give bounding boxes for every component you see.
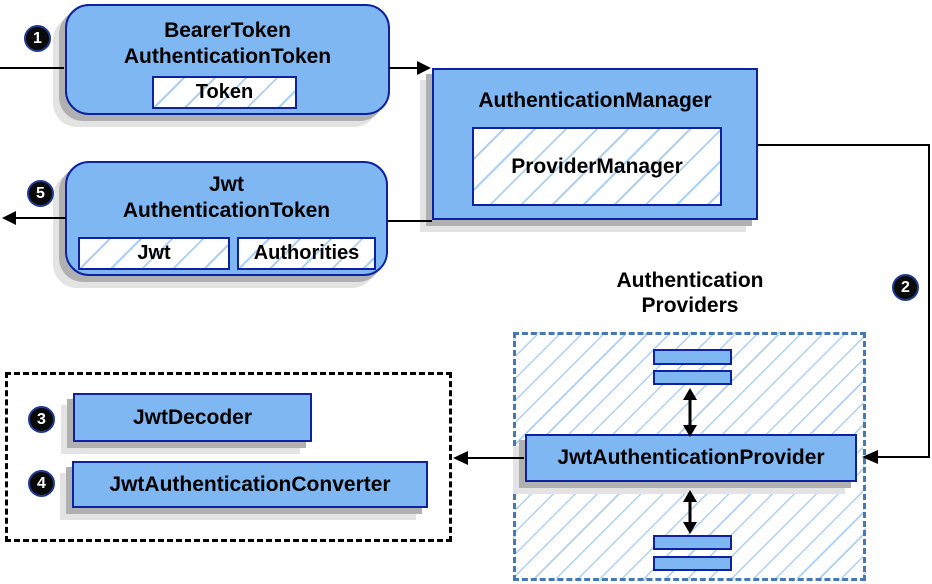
jwt-field: Jwt: [78, 237, 230, 270]
jwt-decoder-node: JwtDecoder: [73, 393, 312, 442]
jwt-token-title-line2: AuthenticationToken: [122, 199, 331, 222]
step-2-badge: 2: [892, 274, 919, 301]
jwt-authentication-token-node: Jwt AuthenticationToken Jwt Authorities: [65, 161, 388, 276]
arrow-provider-to-decoder-head: [453, 451, 468, 465]
authentication-providers-label-line1: Authentication: [616, 269, 764, 292]
bearer-token-authentication-token-node: BearerToken AuthenticationToken Token: [65, 4, 390, 115]
provider-placeholder-bar-bottom-1: [653, 535, 732, 550]
provider-placeholder-bar-top-1: [653, 349, 732, 365]
provider-placeholder-bar-top-2: [653, 370, 732, 385]
step-1-badge: 1: [24, 25, 51, 52]
authentication-providers-label-line2: Providers: [641, 294, 739, 317]
token-field: Token: [152, 76, 297, 109]
bearer-token-title-line2: AuthenticationToken: [123, 45, 332, 68]
arrow-bearer-to-manager-head: [417, 61, 431, 75]
step-5-badge: 5: [27, 180, 54, 207]
jwt-token-title-line1: Jwt: [208, 173, 244, 196]
authentication-manager-node: AuthenticationManager ProviderManager: [432, 68, 758, 220]
step-4-badge: 4: [28, 470, 55, 497]
arrow-jwt-token-out-head: [2, 211, 16, 225]
provider-manager-field: ProviderManager: [472, 127, 722, 206]
provider-placeholder-bar-bottom-2: [653, 556, 732, 571]
authentication-providers-label: Authentication Providers: [560, 268, 820, 318]
jwt-authentication-provider-node: JwtAuthenticationProvider: [525, 434, 857, 482]
jwt-authentication-converter-node: JwtAuthenticationConverter: [72, 461, 428, 508]
authorities-field: Authorities: [237, 237, 376, 270]
step-3-badge: 3: [28, 406, 55, 433]
authentication-manager-title: AuthenticationManager: [478, 89, 712, 112]
bearer-token-title-line1: BearerToken: [164, 19, 291, 42]
